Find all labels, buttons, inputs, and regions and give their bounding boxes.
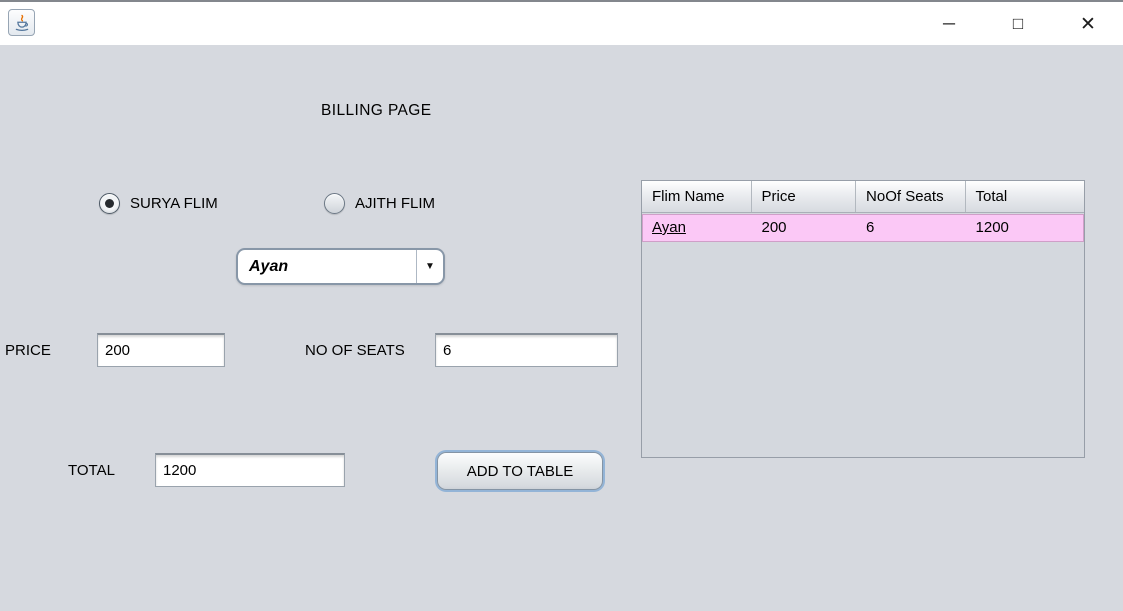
price-label: PRICE (5, 342, 51, 359)
column-header-price[interactable]: Price (752, 181, 857, 212)
java-system-menu-button[interactable] (8, 9, 35, 36)
radio-unselected-icon (324, 193, 345, 214)
close-icon[interactable]: ✕ (1080, 13, 1096, 35)
movie-select-value: Ayan (249, 257, 289, 275)
radio-ajith-label: AJITH FLIM (355, 195, 436, 212)
java-coffee-icon (15, 14, 28, 31)
billing-table: Flim Name Price NoOf Seats Total Ayan 20… (641, 180, 1085, 458)
column-header-noof-seats[interactable]: NoOf Seats (856, 181, 966, 212)
cell-flim-name[interactable]: Ayan (652, 219, 686, 236)
cell-seats[interactable]: 6 (866, 219, 875, 236)
radio-surya-flim[interactable]: SURYA FLIM (99, 193, 218, 214)
seats-label: NO OF SEATS (305, 342, 405, 359)
movie-select[interactable]: Ayan ▼ (236, 248, 445, 285)
total-label: TOTAL (68, 462, 115, 479)
title-bar: ─ □ ✕ (0, 2, 1123, 45)
radio-selected-icon (99, 193, 120, 214)
column-header-total[interactable]: Total (975, 188, 1008, 205)
total-field[interactable] (155, 453, 345, 487)
cell-price[interactable]: 200 (761, 219, 787, 236)
table-row[interactable]: Ayan 200 6 1200 (642, 214, 1084, 242)
table-header-row: Flim Name Price NoOf Seats Total (642, 181, 1084, 213)
radio-ajith-flim[interactable]: AJITH FLIM (324, 193, 435, 214)
column-header-flim-name[interactable]: Flim Name (642, 181, 752, 212)
maximize-icon[interactable]: □ (1012, 14, 1024, 34)
radio-surya-label: SURYA FLIM (130, 195, 218, 212)
chevron-down-icon[interactable]: ▼ (416, 250, 443, 283)
add-to-table-button[interactable]: ADD TO TABLE (437, 452, 603, 490)
cell-total[interactable]: 1200 (975, 219, 1009, 236)
page-title: BILLING PAGE (321, 102, 432, 119)
minimize-icon[interactable]: ─ (942, 14, 956, 34)
price-field[interactable] (97, 333, 225, 367)
seats-field[interactable] (435, 333, 618, 367)
